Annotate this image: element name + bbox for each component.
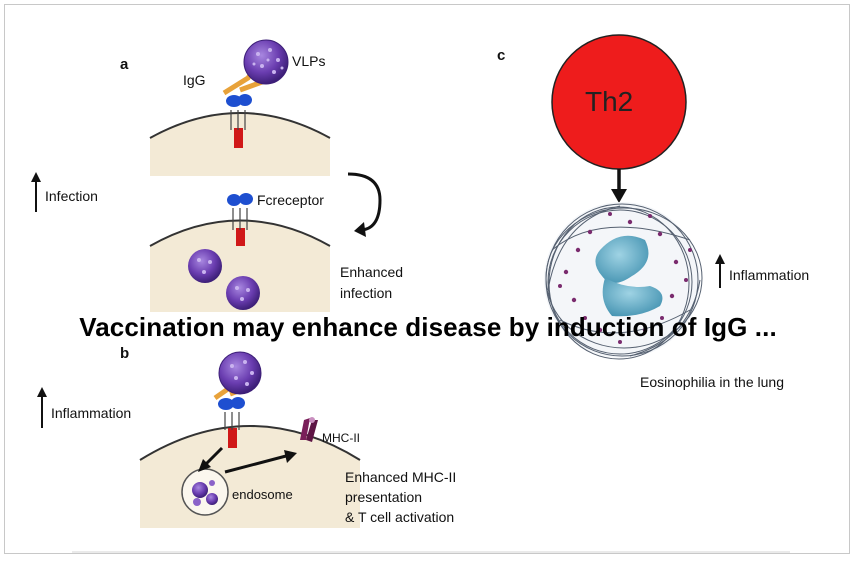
eosinophil-cell — [544, 202, 703, 360]
inflammation-up-arrow-b — [37, 387, 47, 428]
vlps-label: VLPs — [292, 53, 326, 69]
panel-a-letter: a — [120, 56, 129, 73]
figure-frame — [4, 4, 850, 554]
fc-receptor-bottom — [227, 193, 253, 246]
enhanced-infection-line2: infection — [340, 285, 393, 301]
enhanced-mhc-line2: presentation — [345, 489, 423, 505]
enhanced-mhc-line3: & T cell activation — [345, 509, 455, 525]
inflammation-label-b: Inflammation — [51, 405, 132, 421]
endosome — [181, 468, 229, 516]
curved-arrow — [347, 172, 382, 237]
igg-label: IgG — [183, 72, 206, 88]
internalized-vlp-1 — [188, 249, 222, 283]
presentation-arrow — [224, 450, 297, 474]
mhc-ii-label: MHC-II — [322, 431, 360, 445]
endosome-label: endosome — [232, 487, 293, 502]
mhc-ii-molecule — [300, 417, 318, 442]
vlp-particle-b — [218, 351, 262, 395]
panel-c-letter: c — [497, 47, 506, 64]
internalized-vlp-2 — [226, 276, 260, 310]
headline: Vaccination may enhance disease by induc… — [79, 312, 777, 342]
fc-receptor-b — [218, 397, 245, 448]
internalization-arrow — [198, 446, 224, 472]
infection-up-arrow — [31, 172, 41, 212]
vlp-particle-top — [243, 39, 289, 85]
th2-down-arrow — [611, 169, 627, 203]
enhanced-mhc-line1: Enhanced MHC-II — [345, 469, 457, 485]
fc-receptor-label: Fcreceptor — [257, 192, 324, 208]
fc-receptor-top — [226, 94, 252, 148]
eosinophilia-label: Eosinophilia in the lung — [640, 374, 784, 390]
inflammation-up-arrow-c — [715, 254, 725, 288]
th2-label: Th2 — [585, 86, 634, 117]
enhanced-infection-line1: Enhanced — [340, 264, 404, 280]
inflammation-label-c: Inflammation — [729, 267, 810, 283]
infection-label: Infection — [45, 188, 98, 204]
panel-b-letter: b — [120, 345, 130, 362]
